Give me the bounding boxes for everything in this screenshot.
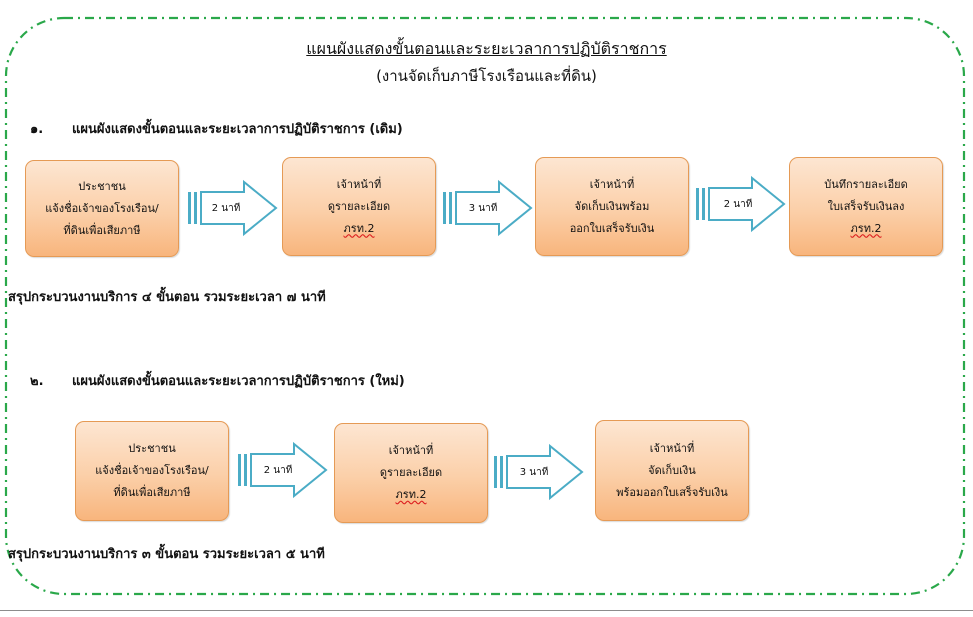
section-2-heading: ๒. แผนผังแสดงขั้นตอนและระยะเวลาการปฏิบัต… bbox=[30, 370, 630, 390]
arrow-2-duration: 3 นาที bbox=[468, 203, 498, 214]
step-line: ที่ดินเพื่อเสียภาษี bbox=[113, 486, 191, 499]
arrow-right-icon bbox=[494, 443, 584, 501]
step-line: ดูรายละเอียด bbox=[327, 199, 391, 213]
section-2-step-3: เจ้าหน้าที่ จัดเก็บเงิน พร้อมออกใบเสร็จร… bbox=[595, 420, 749, 521]
step-line: ใบเสร็จรับเงินลง bbox=[827, 199, 905, 213]
arrow-3-duration: 2 นาที bbox=[723, 199, 753, 210]
step-line: บันทึกรายละเอียด bbox=[824, 177, 908, 191]
section-1-step-2: เจ้าหน้าที่ ดูรายละเอียด ภรท.2 bbox=[282, 157, 436, 256]
arrow-right-icon bbox=[696, 175, 786, 233]
step-line: จัดเก็บเงิน bbox=[648, 463, 696, 477]
step-line: ประชาชน bbox=[78, 179, 126, 193]
step-line: ภรท.2 bbox=[395, 488, 427, 501]
arrow-5-duration: 3 นาที bbox=[519, 467, 549, 478]
step-line: พร้อมออกใบเสร็จรับเงิน bbox=[616, 485, 728, 499]
section-2-number: ๒. bbox=[30, 374, 44, 389]
step-line: ภรท.2 bbox=[850, 221, 882, 235]
step-line: เจ้าหน้าที่ bbox=[336, 177, 382, 191]
step-line: แจ้งชื่อเจ้าของโรงเรือน/ bbox=[45, 201, 159, 215]
arrow-4-duration: 2 นาที bbox=[263, 465, 293, 476]
bottom-divider bbox=[0, 610, 973, 611]
step-line: เจ้าหน้าที่ bbox=[649, 441, 695, 455]
arrow-right-icon bbox=[443, 179, 533, 237]
step-line: ออกใบเสร็จรับเงิน bbox=[569, 221, 655, 235]
section-1-step-4: บันทึกรายละเอียด ใบเสร็จรับเงินลง ภรท.2 bbox=[789, 157, 943, 256]
section-2-step-1: ประชาชน แจ้งชื่อเจ้าของโรงเรือน/ ที่ดินเ… bbox=[75, 421, 229, 521]
step-line: เจ้าหน้าที่ bbox=[388, 444, 434, 457]
arrow-1-duration: 2 นาที bbox=[211, 203, 241, 214]
step-line: แจ้งชื่อเจ้าของโรงเรือน/ bbox=[95, 464, 209, 477]
section-2-step-2: เจ้าหน้าที่ ดูรายละเอียด ภรท.2 bbox=[334, 423, 488, 523]
section-1-number: ๑. bbox=[30, 122, 44, 137]
step-line: ดูรายละเอียด bbox=[379, 466, 443, 479]
section-2-summary: สรุปกระบวนงานบริการ ๓ ขั้นตอน รวมระยะเวล… bbox=[8, 547, 325, 562]
step-line: ที่ดินเพื่อเสียภาษี bbox=[63, 223, 141, 237]
page-subtitle: (งานจัดเก็บภาษีโรงเรือนและที่ดิน) bbox=[376, 67, 597, 85]
step-line: เจ้าหน้าที่ bbox=[589, 177, 635, 191]
arrow-right-icon bbox=[188, 179, 278, 237]
page-title: แผนผังแสดงขั้นตอนและระยะเวลาการปฏิบัติรา… bbox=[306, 39, 667, 58]
section-1-summary: สรุปกระบวนงานบริการ ๔ ขั้นตอน รวมระยะเวล… bbox=[8, 290, 326, 305]
step-line: ภรท.2 bbox=[343, 221, 375, 235]
step-line: จัดเก็บเงินพร้อม bbox=[574, 199, 650, 213]
arrow-right-icon bbox=[238, 441, 328, 499]
section-1-title: แผนผังแสดงขั้นตอนและระยะเวลาการปฏิบัติรา… bbox=[72, 122, 403, 137]
section-1-step-3: เจ้าหน้าที่ จัดเก็บเงินพร้อม ออกใบเสร็จร… bbox=[535, 157, 689, 256]
section-2-title: แผนผังแสดงขั้นตอนและระยะเวลาการปฏิบัติรา… bbox=[72, 374, 405, 389]
step-line: ประชาชน bbox=[128, 442, 176, 455]
section-1-step-1: ประชาชน แจ้งชื่อเจ้าของโรงเรือน/ ที่ดินเ… bbox=[25, 160, 179, 257]
section-1-heading: ๑. แผนผังแสดงขั้นตอนและระยะเวลาการปฏิบัต… bbox=[30, 118, 630, 138]
